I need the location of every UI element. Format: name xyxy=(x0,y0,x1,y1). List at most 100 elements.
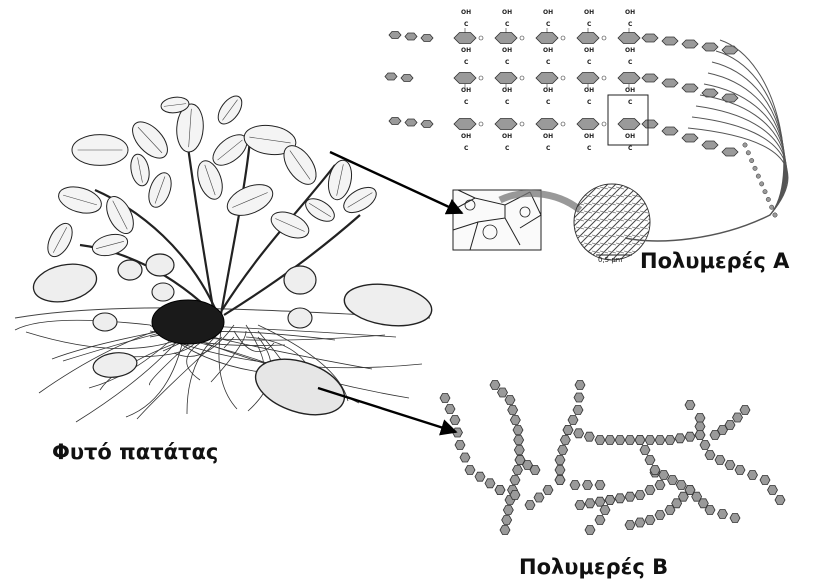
glucose-ring-b xyxy=(503,506,513,515)
hydroxyl-label: OH xyxy=(584,47,594,54)
hydroxyl-label: OH xyxy=(584,133,594,140)
glucose-ring xyxy=(577,33,599,44)
carbon-label: C xyxy=(505,99,510,106)
hydroxyl-label: OH xyxy=(543,87,553,94)
hydroxyl-label: OH xyxy=(543,9,553,16)
tuber xyxy=(152,283,174,301)
hydroxyl-label: OH xyxy=(543,47,553,54)
glucose-ring xyxy=(454,73,476,84)
glycosidic-oxygen xyxy=(520,122,524,126)
hydroxyl-label: OH xyxy=(502,9,512,16)
glucose-ring xyxy=(454,33,476,44)
glucose-ring xyxy=(702,141,718,149)
glucose-ring-b xyxy=(710,431,720,440)
carbon-label: C xyxy=(464,59,469,66)
glycosidic-oxygen xyxy=(602,122,606,126)
glucose-ring xyxy=(421,35,433,42)
fibre-bead xyxy=(743,143,747,147)
glucose-ring-b xyxy=(768,486,778,495)
hydroxyl-label: OH xyxy=(625,133,635,140)
tuber xyxy=(342,279,435,331)
glucose-ring-b xyxy=(490,381,500,390)
glucose-ring-b xyxy=(460,453,470,462)
glucose-ring-b xyxy=(733,413,743,422)
hydroxyl-label: OH xyxy=(625,47,635,54)
carbon-label: C xyxy=(546,21,551,28)
glucose-ring-b xyxy=(635,518,645,527)
carbon-label: C xyxy=(587,99,592,106)
hydroxyl-label: OH xyxy=(502,133,512,140)
glucose-ring-b xyxy=(760,476,770,485)
glucose-ring xyxy=(642,120,658,128)
glucose-ring xyxy=(401,75,413,82)
glucose-ring-b xyxy=(475,472,485,481)
glucose-ring-b xyxy=(705,506,715,515)
root-system xyxy=(15,320,422,422)
glucose-ring-b xyxy=(575,381,585,390)
glucose-ring xyxy=(682,40,698,48)
fibre-arc xyxy=(688,128,788,215)
fibre-bead xyxy=(769,205,773,209)
fibre-arc xyxy=(696,106,787,215)
glucose-ring-b xyxy=(635,491,645,500)
glucose-ring-b xyxy=(502,516,512,525)
glucose-ring-b xyxy=(450,416,460,425)
glucose-ring-b xyxy=(455,441,465,450)
glucose-ring-b xyxy=(505,396,515,405)
glucose-ring-b xyxy=(510,416,520,425)
glucose-ring-b xyxy=(573,406,583,415)
carbon-label: C xyxy=(546,145,551,152)
glucose-ring xyxy=(495,73,517,84)
glucose-ring-b xyxy=(685,401,695,410)
glucose-ring-b xyxy=(530,466,540,475)
glucose-ring-b xyxy=(655,481,665,490)
glucose-ring-b xyxy=(585,499,595,508)
tuber xyxy=(249,349,352,425)
glycosidic-oxygen xyxy=(479,122,483,126)
glucose-ring xyxy=(385,73,397,80)
carbon-label: C xyxy=(546,99,551,106)
hydroxyl-label: OH xyxy=(584,87,594,94)
glucose-ring-b xyxy=(513,426,523,435)
glucose-ring-b xyxy=(645,516,655,525)
glucose-ring-b xyxy=(440,394,450,403)
glucose-ring-b xyxy=(655,436,665,445)
hydroxyl-label: OH xyxy=(625,9,635,16)
glucose-ring-b xyxy=(615,494,625,503)
carbon-label: C xyxy=(587,59,592,66)
tuber xyxy=(288,308,312,328)
glucose-ring-b xyxy=(740,406,750,415)
polymer-a-structure: OHCOHCOHCOHCOHCOHCOHCOHCOHCOHCOHCOHCOHCO… xyxy=(385,9,738,156)
glucose-ring-b xyxy=(595,436,605,445)
root xyxy=(137,337,222,419)
glucose-ring-b xyxy=(625,436,635,445)
glucose-ring-b xyxy=(659,471,669,480)
glucose-ring-b xyxy=(715,456,725,465)
scale-bar-label: 0,5 μm xyxy=(598,256,623,264)
glucose-ring-b xyxy=(655,511,665,520)
glucose-ring xyxy=(577,119,599,130)
fibre-bead xyxy=(763,189,767,193)
root xyxy=(234,331,274,352)
polymer-b-structure xyxy=(440,381,785,535)
carbon-label: C xyxy=(628,59,633,66)
glucose-ring-b xyxy=(525,501,535,510)
glucose-ring xyxy=(405,33,417,40)
glucose-ring xyxy=(702,43,718,51)
tuber xyxy=(284,266,316,294)
glucose-ring-b xyxy=(508,406,518,415)
carbon-label: C xyxy=(587,21,592,28)
carbon-label: C xyxy=(628,145,633,152)
glucose-ring xyxy=(536,119,558,130)
arrow-tuber-to-polymer-b xyxy=(318,388,456,432)
glycosidic-oxygen xyxy=(479,36,483,40)
glucose-ring xyxy=(722,46,738,54)
glucose-ring-b xyxy=(675,434,685,443)
glucose-ring-b xyxy=(514,446,524,455)
glucose-ring-b xyxy=(555,456,565,465)
polymer-b-label: Πολυμερές Β xyxy=(519,555,668,579)
glucose-ring-b xyxy=(510,491,520,500)
glycosidic-oxygen xyxy=(602,36,606,40)
glucose-ring xyxy=(682,134,698,142)
